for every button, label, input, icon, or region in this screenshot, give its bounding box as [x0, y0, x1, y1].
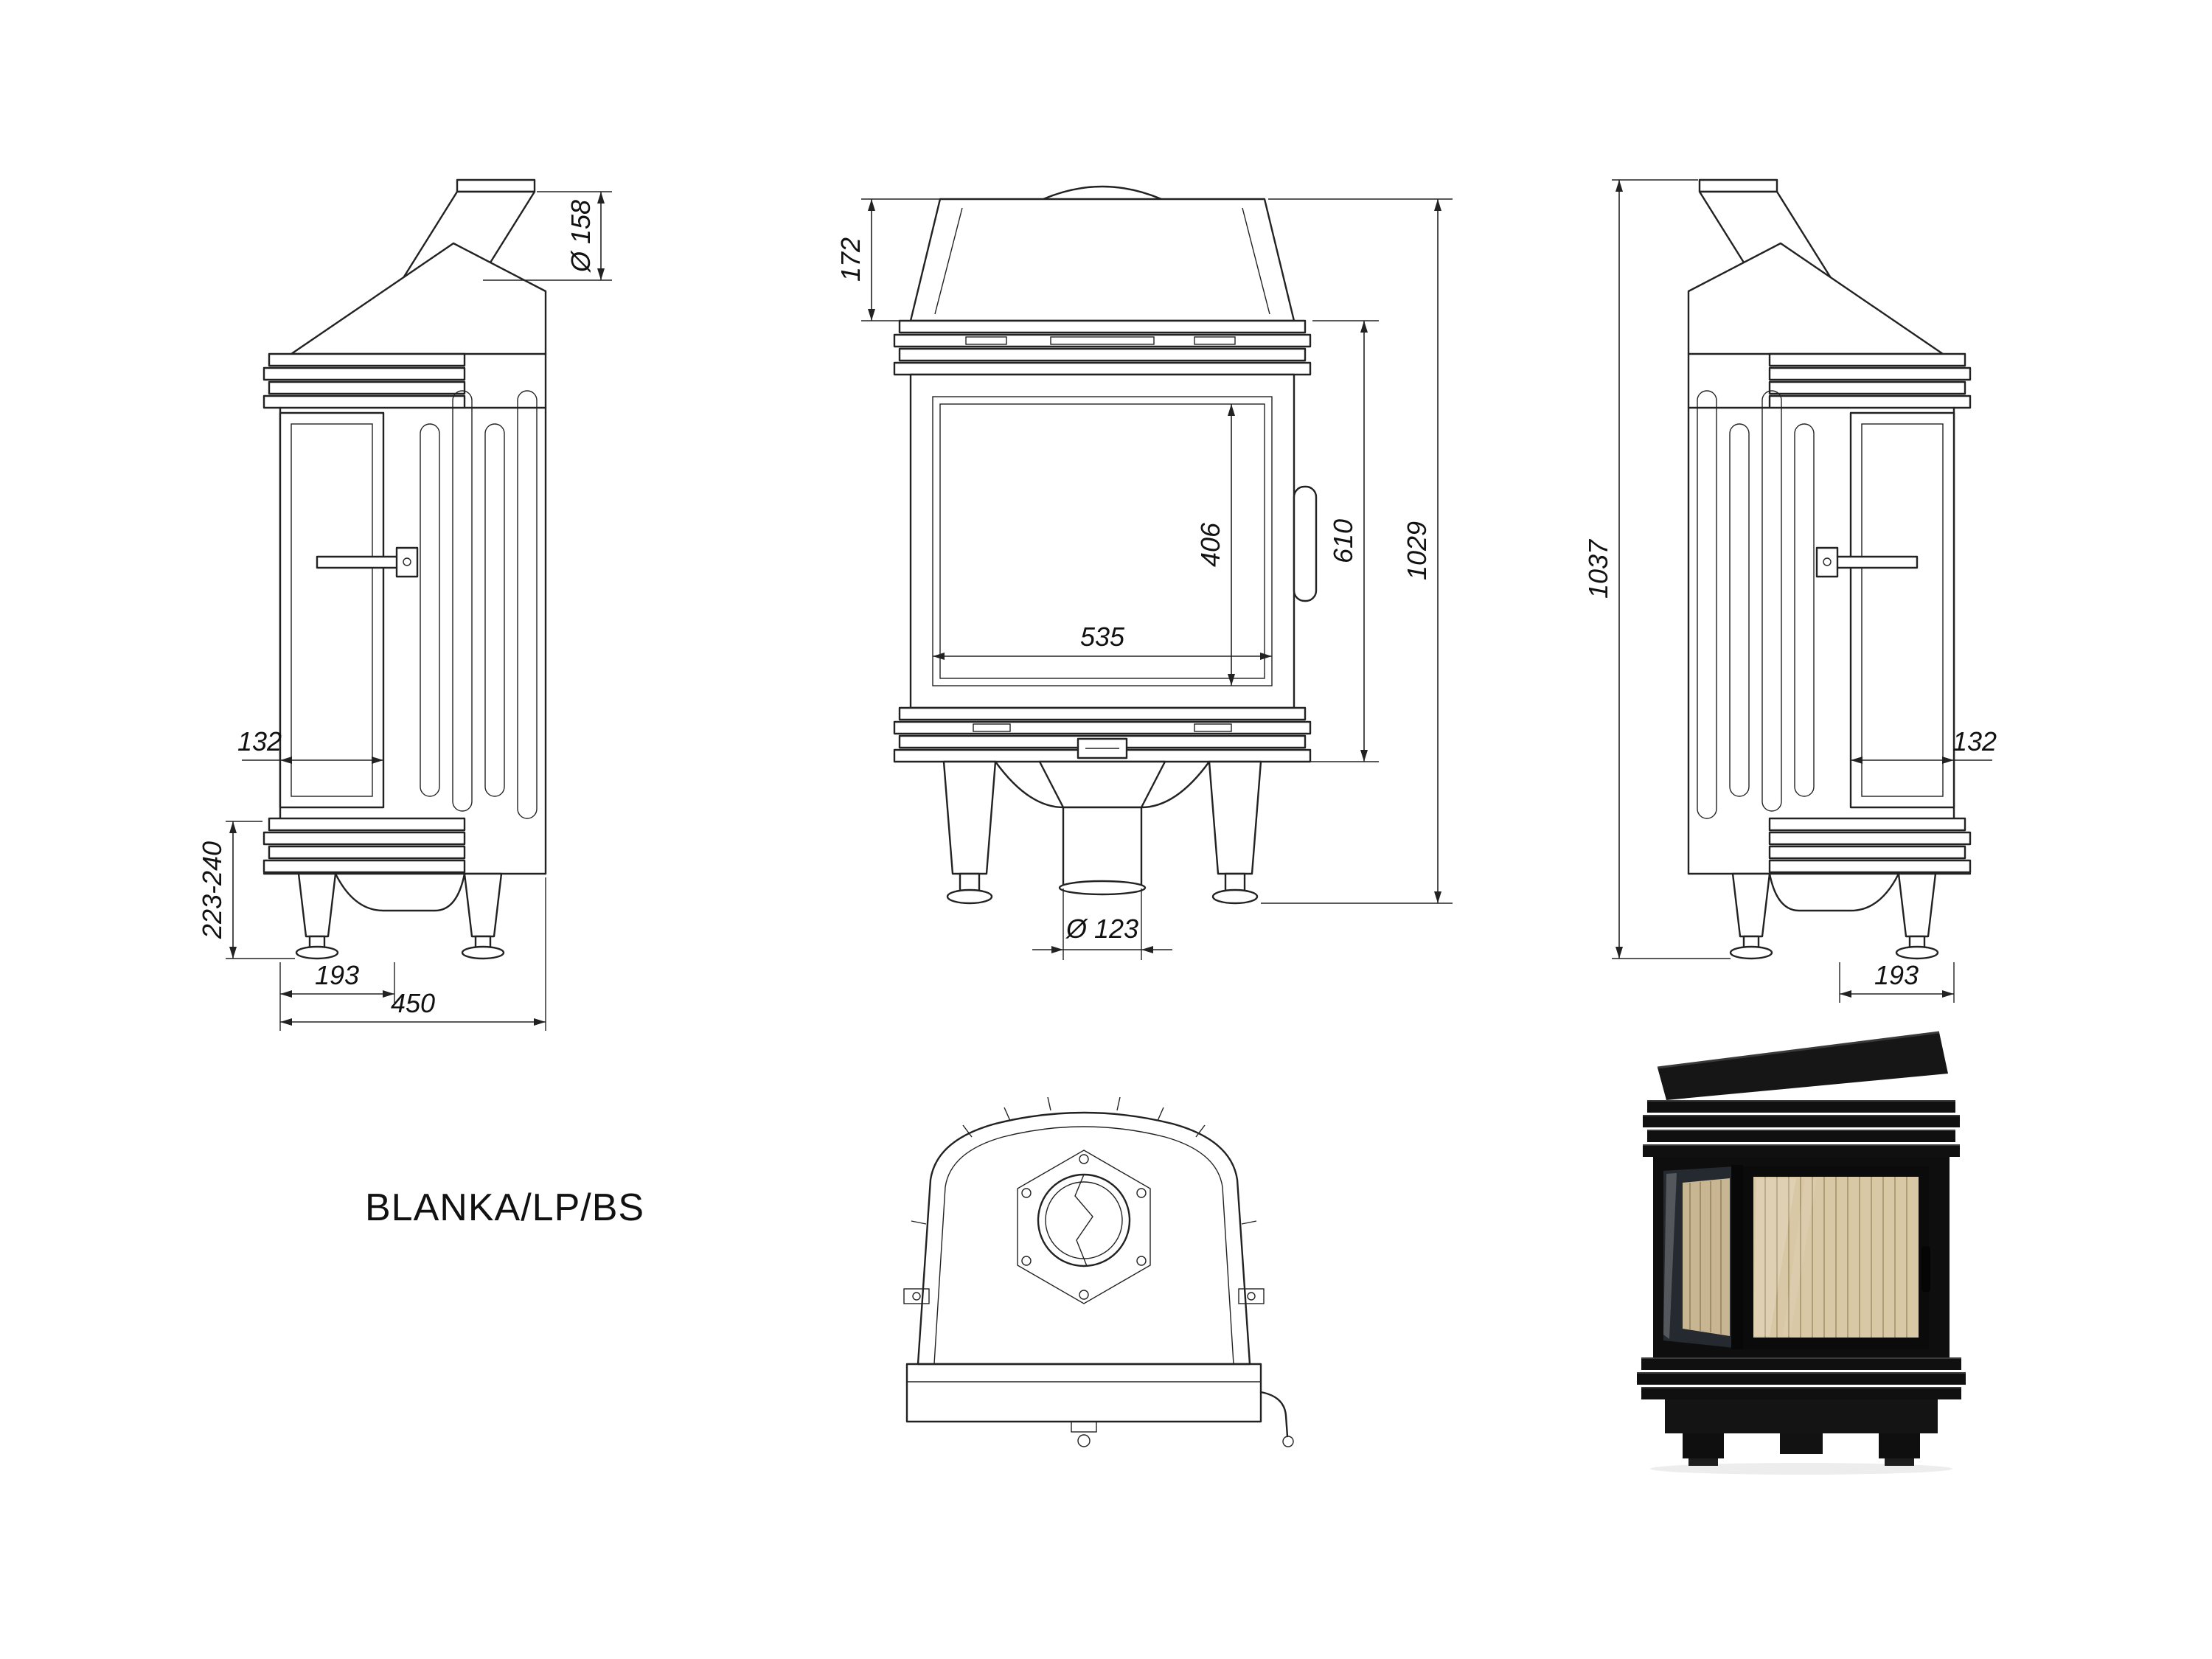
dim-label-flue: Ø 158: [566, 200, 596, 273]
model-title: BLANKA/LP/BS: [365, 1186, 645, 1229]
product-mullion: [1731, 1165, 1743, 1349]
side-clips: [903, 1288, 1265, 1304]
convection-fins: [1697, 390, 1815, 819]
dim-label-base-range: 223-240: [199, 841, 227, 939]
product-base: [1665, 1399, 1938, 1466]
dimension-body-height: 610: [1310, 320, 1379, 762]
dimension-base-height-range: 223-240: [199, 821, 295, 959]
dimension-front-leg-offset: 193: [1839, 960, 1955, 1003]
dim-label-side-glass: 132: [1952, 726, 1997, 757]
right-side-view: 1037 132 193: [1583, 178, 1997, 1003]
legs: [1729, 872, 1939, 960]
dim-label-side-glass: 132: [237, 726, 282, 757]
louvre-band-top: [1768, 352, 1972, 409]
left-side-view: Ø 158 132 223-240 193 450: [199, 178, 612, 1031]
front-view: 172 535 406 610 1029 Ø 123: [835, 185, 1453, 960]
dimension-side-glass-width: 132: [1850, 726, 1997, 770]
dim-label-total-height: 1037: [1583, 538, 1613, 599]
base: [942, 760, 1262, 905]
louvre-band-bottom: [893, 706, 1312, 763]
louvre-band-top: [262, 352, 466, 409]
dim-label-total-depth: 450: [391, 988, 435, 1018]
handle-rod: [1259, 1391, 1294, 1447]
door-handle: [1815, 546, 1919, 578]
dim-label-hood: 172: [835, 237, 866, 282]
louvre-band-bottom: [1768, 817, 1972, 874]
dim-label-body-height: 610: [1328, 519, 1358, 563]
body-outline: [917, 1111, 1251, 1366]
weld-ticks: [911, 1096, 1257, 1225]
flue-outlet: [1037, 1173, 1131, 1267]
dim-label-glass-height: 406: [1195, 522, 1225, 567]
dimension-total-depth: 450: [280, 877, 546, 1031]
dim-label-leg-offset: 193: [1874, 960, 1919, 990]
side-door: [1849, 411, 1955, 809]
flue-stub: [1042, 185, 1163, 201]
product-handle: [1921, 1246, 1930, 1292]
dimension-glass-height: 406: [1195, 404, 1235, 686]
product-front-glass: [1743, 1166, 1929, 1349]
dim-label-pedestal: Ø 123: [1065, 914, 1138, 944]
product-hood: [1657, 1031, 1948, 1100]
dimension-glass-width: 535: [933, 622, 1272, 660]
dimension-hood-height: 172: [835, 198, 940, 321]
dimension-total-height: 1029: [1261, 198, 1453, 904]
dimension-flue-diameter: Ø 158: [483, 191, 612, 281]
convection-fins: [420, 390, 538, 819]
product-bottom-louvres: [1637, 1357, 1966, 1399]
top-view: [903, 1096, 1294, 1447]
legs: [295, 872, 505, 960]
product-corner-glass: [1663, 1166, 1734, 1348]
dim-label-total-height: 1029: [1402, 521, 1432, 580]
floor-shadow: [1650, 1463, 1952, 1475]
louvre-band-top: [893, 319, 1312, 376]
dimension-front-leg-offset: 193: [279, 960, 395, 1031]
dimension-pedestal-diameter: Ø 123: [1032, 888, 1172, 960]
door-handle: [1293, 485, 1318, 602]
dimension-total-height: 1037: [1583, 179, 1731, 959]
louvre-band-bottom: [262, 817, 466, 874]
hood: [909, 198, 1295, 322]
product-photo: [1637, 1031, 1966, 1475]
product-top-louvres: [1643, 1100, 1960, 1157]
mounting-plate: [1017, 1150, 1151, 1304]
dim-label-glass-width: 535: [1080, 622, 1125, 652]
glass-door: [909, 373, 1295, 709]
side-door: [279, 411, 385, 809]
dim-label-leg-offset: 193: [315, 960, 359, 990]
door-handle: [316, 546, 419, 578]
front-frame: [905, 1363, 1262, 1447]
dimension-side-glass-width: 132: [237, 726, 384, 770]
